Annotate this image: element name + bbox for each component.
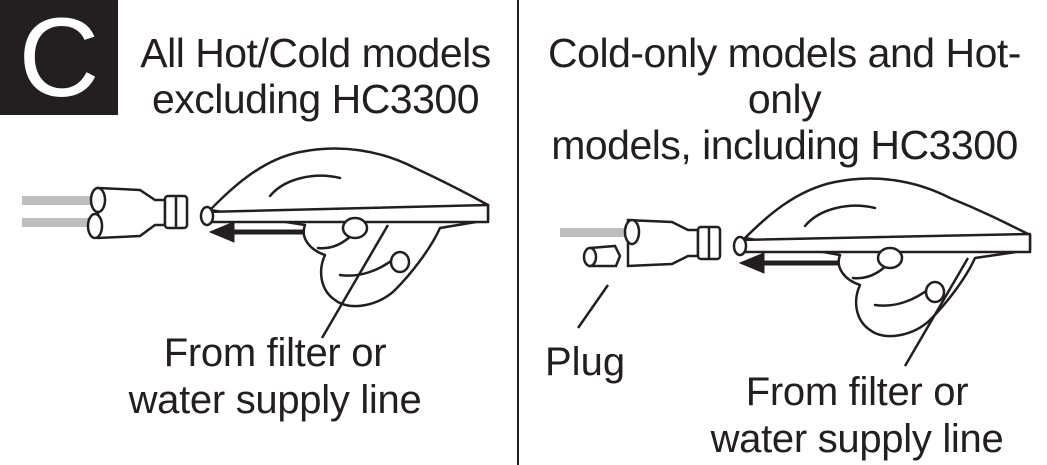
left-panel-caption: From filter or water supply line xyxy=(110,330,440,424)
left-direction-arrow xyxy=(208,221,305,243)
left-tube-end xyxy=(199,205,215,227)
right-caption-line-2: water supply line xyxy=(710,417,1004,461)
panel-divider xyxy=(517,0,519,465)
plug-end xyxy=(582,246,598,268)
left-heading-line-2: excluding HC3300 xyxy=(151,76,480,122)
plug-label: Plug xyxy=(545,340,626,384)
right-heading-line-2: models, including HC3300 xyxy=(551,122,1018,168)
left-y-fitting-illustration xyxy=(22,186,189,240)
right-heading-line-1: Cold-only models and Hot-only xyxy=(548,30,1021,122)
left-leader-line xyxy=(320,224,390,339)
left-gray-tube-lower xyxy=(22,218,97,227)
left-fitting-port-lower xyxy=(86,212,104,240)
right-gray-tube xyxy=(560,228,640,237)
right-leader-line xyxy=(903,257,970,367)
left-thumb-nail xyxy=(341,216,369,240)
left-heading-line-1: All Hot/Cold models xyxy=(140,30,491,76)
left-y-fitting-body xyxy=(96,186,167,240)
right-tube-end xyxy=(732,235,748,257)
right-thumb-nail xyxy=(876,246,904,270)
step-letter-badge: C xyxy=(0,0,118,115)
right-panel-caption: From filter or water supply line xyxy=(692,369,1022,463)
left-caption-line-1: From filter or xyxy=(163,331,387,375)
plug-leader-line xyxy=(576,284,610,329)
right-fitting-illustration xyxy=(560,218,722,268)
left-gray-tube-upper xyxy=(22,196,102,205)
right-caption-line-1: From filter or xyxy=(745,370,969,414)
right-direction-arrow xyxy=(738,252,838,274)
right-hand-illustration xyxy=(732,177,1032,338)
left-panel-heading: All Hot/Cold models excluding HC3300 xyxy=(138,30,493,122)
left-fitting-port-upper xyxy=(89,186,107,214)
left-caption-line-2: water supply line xyxy=(128,378,422,422)
left-hand-illustration xyxy=(199,147,490,308)
right-panel-heading: Cold-only models and Hot-only models, in… xyxy=(522,30,1047,168)
